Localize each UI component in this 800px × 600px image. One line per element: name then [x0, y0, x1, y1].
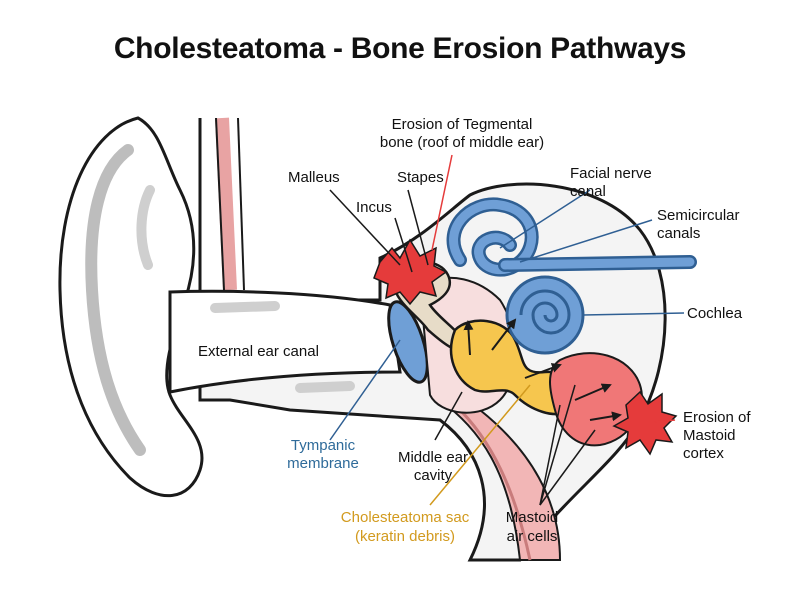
label-external-canal: External ear canal: [198, 343, 319, 360]
tympanic-membrane: [387, 300, 429, 384]
erosion-burst-mastoid: [612, 390, 678, 456]
label-erosion-mastoid-3: cortex: [683, 445, 724, 462]
inner-ear: [446, 197, 697, 355]
pinna: [58, 116, 204, 498]
label-sac-1: Cholesteatoma sac: [341, 509, 470, 526]
lower-canal: [439, 399, 562, 561]
label-erosion-tegmen-1: Erosion of Tegmental: [392, 116, 533, 133]
external-ear-canal: [168, 289, 402, 394]
label-incus: Incus: [356, 199, 392, 216]
label-erosion-mastoid-1: Erosion of: [683, 409, 751, 426]
label-middle-ear-2: cavity: [414, 467, 453, 484]
diagram-title: Cholesteatoma - Bone Erosion Pathways: [113, 32, 687, 65]
leader-lines: [329, 154, 685, 506]
label-facial-nerve-1: Facial nerve: [570, 165, 652, 182]
erosion-arrows: [463, 318, 622, 422]
mastoid-air-cells: [549, 352, 643, 447]
label-mastoid-cells-1: Mastoid: [506, 509, 559, 526]
label-stapes: Stapes: [397, 169, 444, 186]
label-facial-nerve-2: canal: [570, 183, 606, 200]
label-sac-2: (keratin debris): [355, 528, 455, 545]
label-erosion-mastoid-2: Mastoid: [683, 427, 736, 444]
label-malleus: Malleus: [288, 169, 340, 186]
label-cochlea: Cochlea: [687, 305, 743, 322]
label-mastoid-cells-2: air cells: [507, 528, 558, 545]
label-semicircular-1: Semicircular: [657, 207, 740, 224]
label-middle-ear-1: Middle ear: [398, 449, 468, 466]
label-semicircular-2: canals: [657, 225, 700, 242]
label-tympanic-2: membrane: [287, 455, 359, 472]
label-tympanic-1: Tympanic: [291, 437, 356, 454]
label-erosion-tegmen-2: bone (roof of middle ear): [380, 134, 544, 151]
